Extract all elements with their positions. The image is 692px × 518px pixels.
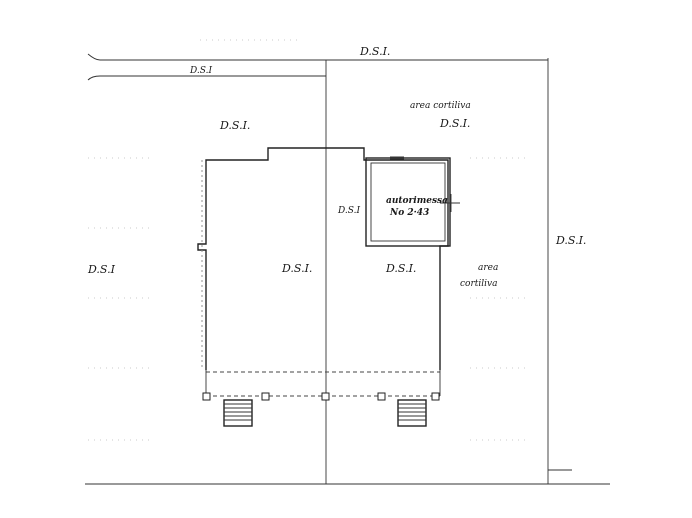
main-building	[197, 147, 449, 370]
garage-room	[365, 156, 460, 247]
label-dsi-strip: D.S.I	[189, 66, 212, 76]
label-dsi-garage-side: D.S.I	[337, 206, 360, 216]
faint-guidelines	[88, 39, 530, 441]
label-dsi-left: D.S.I	[87, 263, 116, 276]
label-cortiliva-right: cortiliva	[460, 279, 497, 289]
label-garage-number: No 2·43	[389, 208, 429, 218]
label-dsi-right-center: D.S.I.	[385, 262, 416, 275]
lot-boundary	[85, 53, 610, 485]
label-dsi-top: D.S.I.	[359, 45, 390, 58]
porch	[202, 370, 441, 401]
label-area-cortiliva-top: area cortiliva	[410, 101, 471, 111]
label-garage-name: autorimessa	[386, 196, 448, 206]
label-dsi-far-right: D.S.I.	[555, 234, 586, 247]
stairs-right	[397, 399, 427, 427]
label-area-right: area	[478, 263, 498, 273]
label-dsi-center: D.S.I.	[281, 262, 312, 275]
label-dsi-upper-right: D.S.I.	[439, 117, 470, 130]
stairs-left	[223, 399, 253, 427]
label-dsi-upper-left: D.S.I.	[219, 119, 250, 132]
